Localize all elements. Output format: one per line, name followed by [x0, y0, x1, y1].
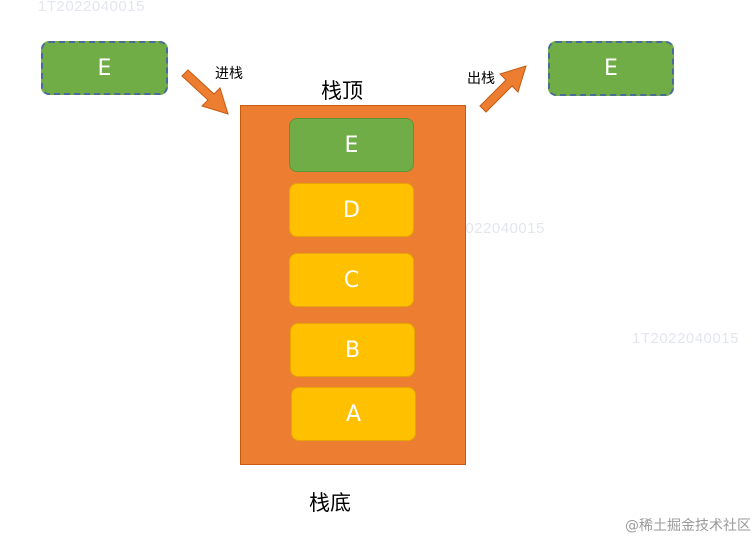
stack-item: B: [290, 323, 415, 377]
pop-arrow-icon: [479, 65, 527, 113]
push-label: 进栈: [215, 66, 243, 82]
push-element-box: E: [41, 41, 168, 95]
watermark: 1T2022040015: [38, 0, 145, 15]
stack-item-bottom: A: [291, 387, 416, 441]
stack-top-label: 栈顶: [321, 79, 363, 103]
watermark: 1T2022040015: [632, 330, 739, 347]
stack-bottom-label: 栈底: [309, 491, 351, 515]
stack-item-top: E: [289, 118, 414, 172]
pop-element-box: E: [548, 41, 674, 96]
stack-item: D: [289, 183, 414, 237]
stack-item: C: [289, 253, 414, 307]
source-credit: @稀土掘金技术社区: [625, 518, 751, 534]
pop-label: 出栈: [467, 71, 495, 87]
push-arrow-icon: [181, 69, 229, 115]
